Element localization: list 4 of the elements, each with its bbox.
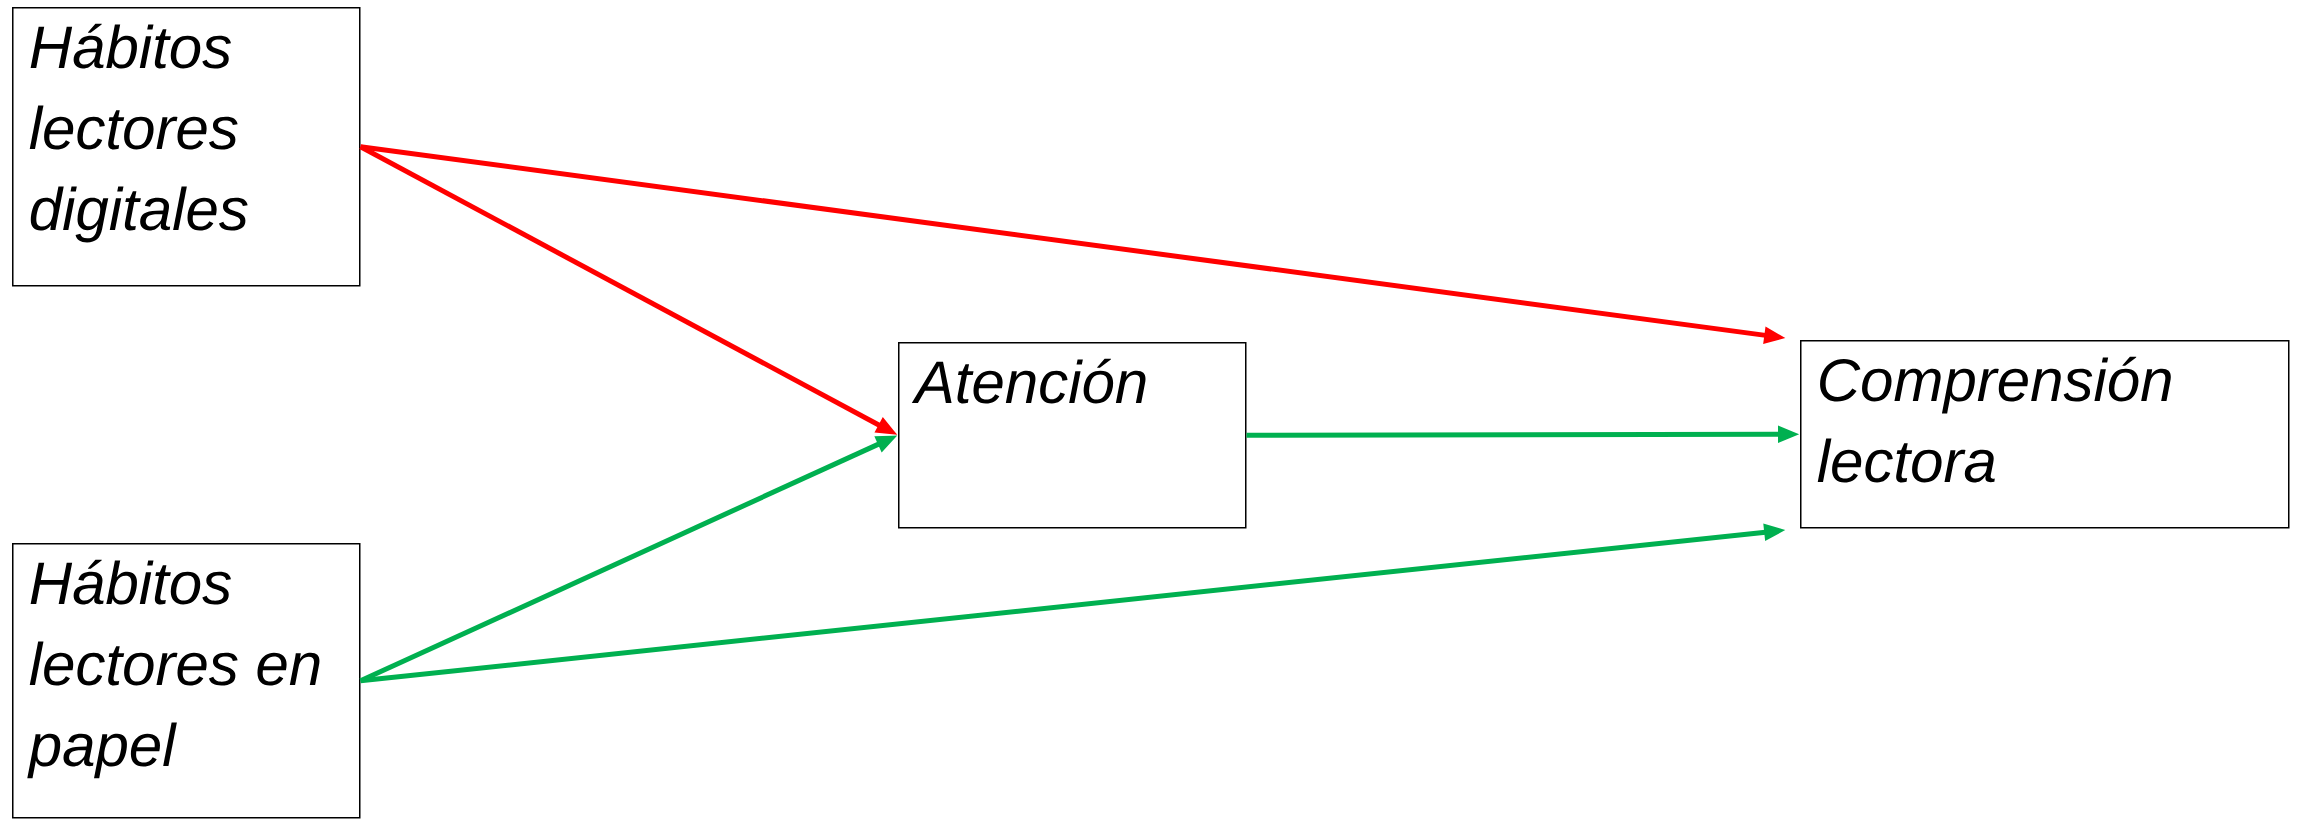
process-box: Comprensión lectora bbox=[1800, 340, 2290, 529]
process-box: Hábitos lectores digitales bbox=[12, 7, 361, 287]
process-box: Hábitos lectores en papel bbox=[12, 543, 361, 819]
process-box: Atención bbox=[898, 342, 1247, 529]
